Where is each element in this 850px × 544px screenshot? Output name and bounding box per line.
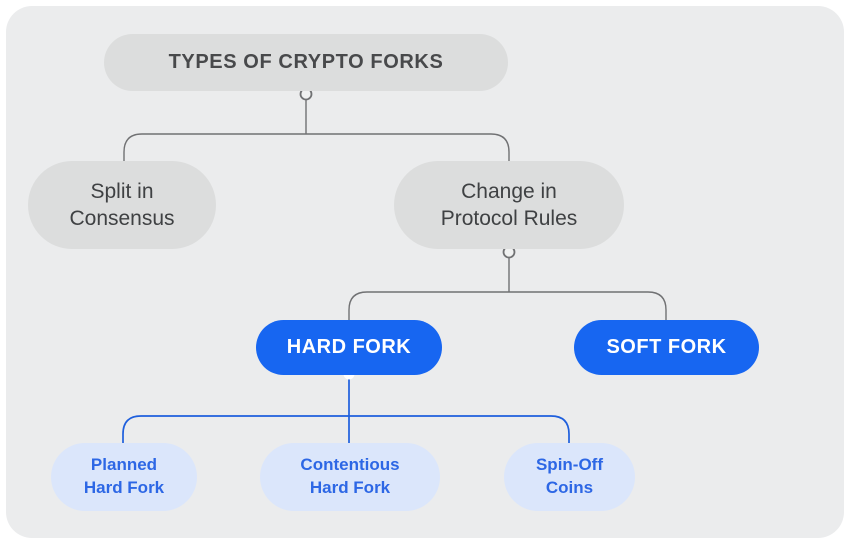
node-change-in-protocol-rules: Change in Protocol Rules bbox=[394, 161, 624, 249]
node-split-in-consensus: Split in Consensus bbox=[28, 161, 216, 249]
node-spin-off-coins: Spin-Off Coins bbox=[504, 443, 635, 511]
connector-change-to-children bbox=[348, 258, 667, 322]
node-planned-hard-fork: Planned Hard Fork bbox=[51, 443, 197, 511]
node-types-of-crypto-forks: TYPES OF CRYPTO FORKS bbox=[104, 34, 508, 91]
node-hard-fork: HARD FORK bbox=[256, 320, 442, 375]
node-contentious-hard-fork: Contentious Hard Fork bbox=[260, 443, 440, 511]
node-soft-fork: SOFT FORK bbox=[574, 320, 759, 375]
diagram-card: TYPES OF CRYPTO FORKS Split in Consensus… bbox=[6, 6, 844, 538]
connector-root-to-children bbox=[123, 100, 510, 163]
connector-hard-to-children bbox=[122, 378, 570, 443]
